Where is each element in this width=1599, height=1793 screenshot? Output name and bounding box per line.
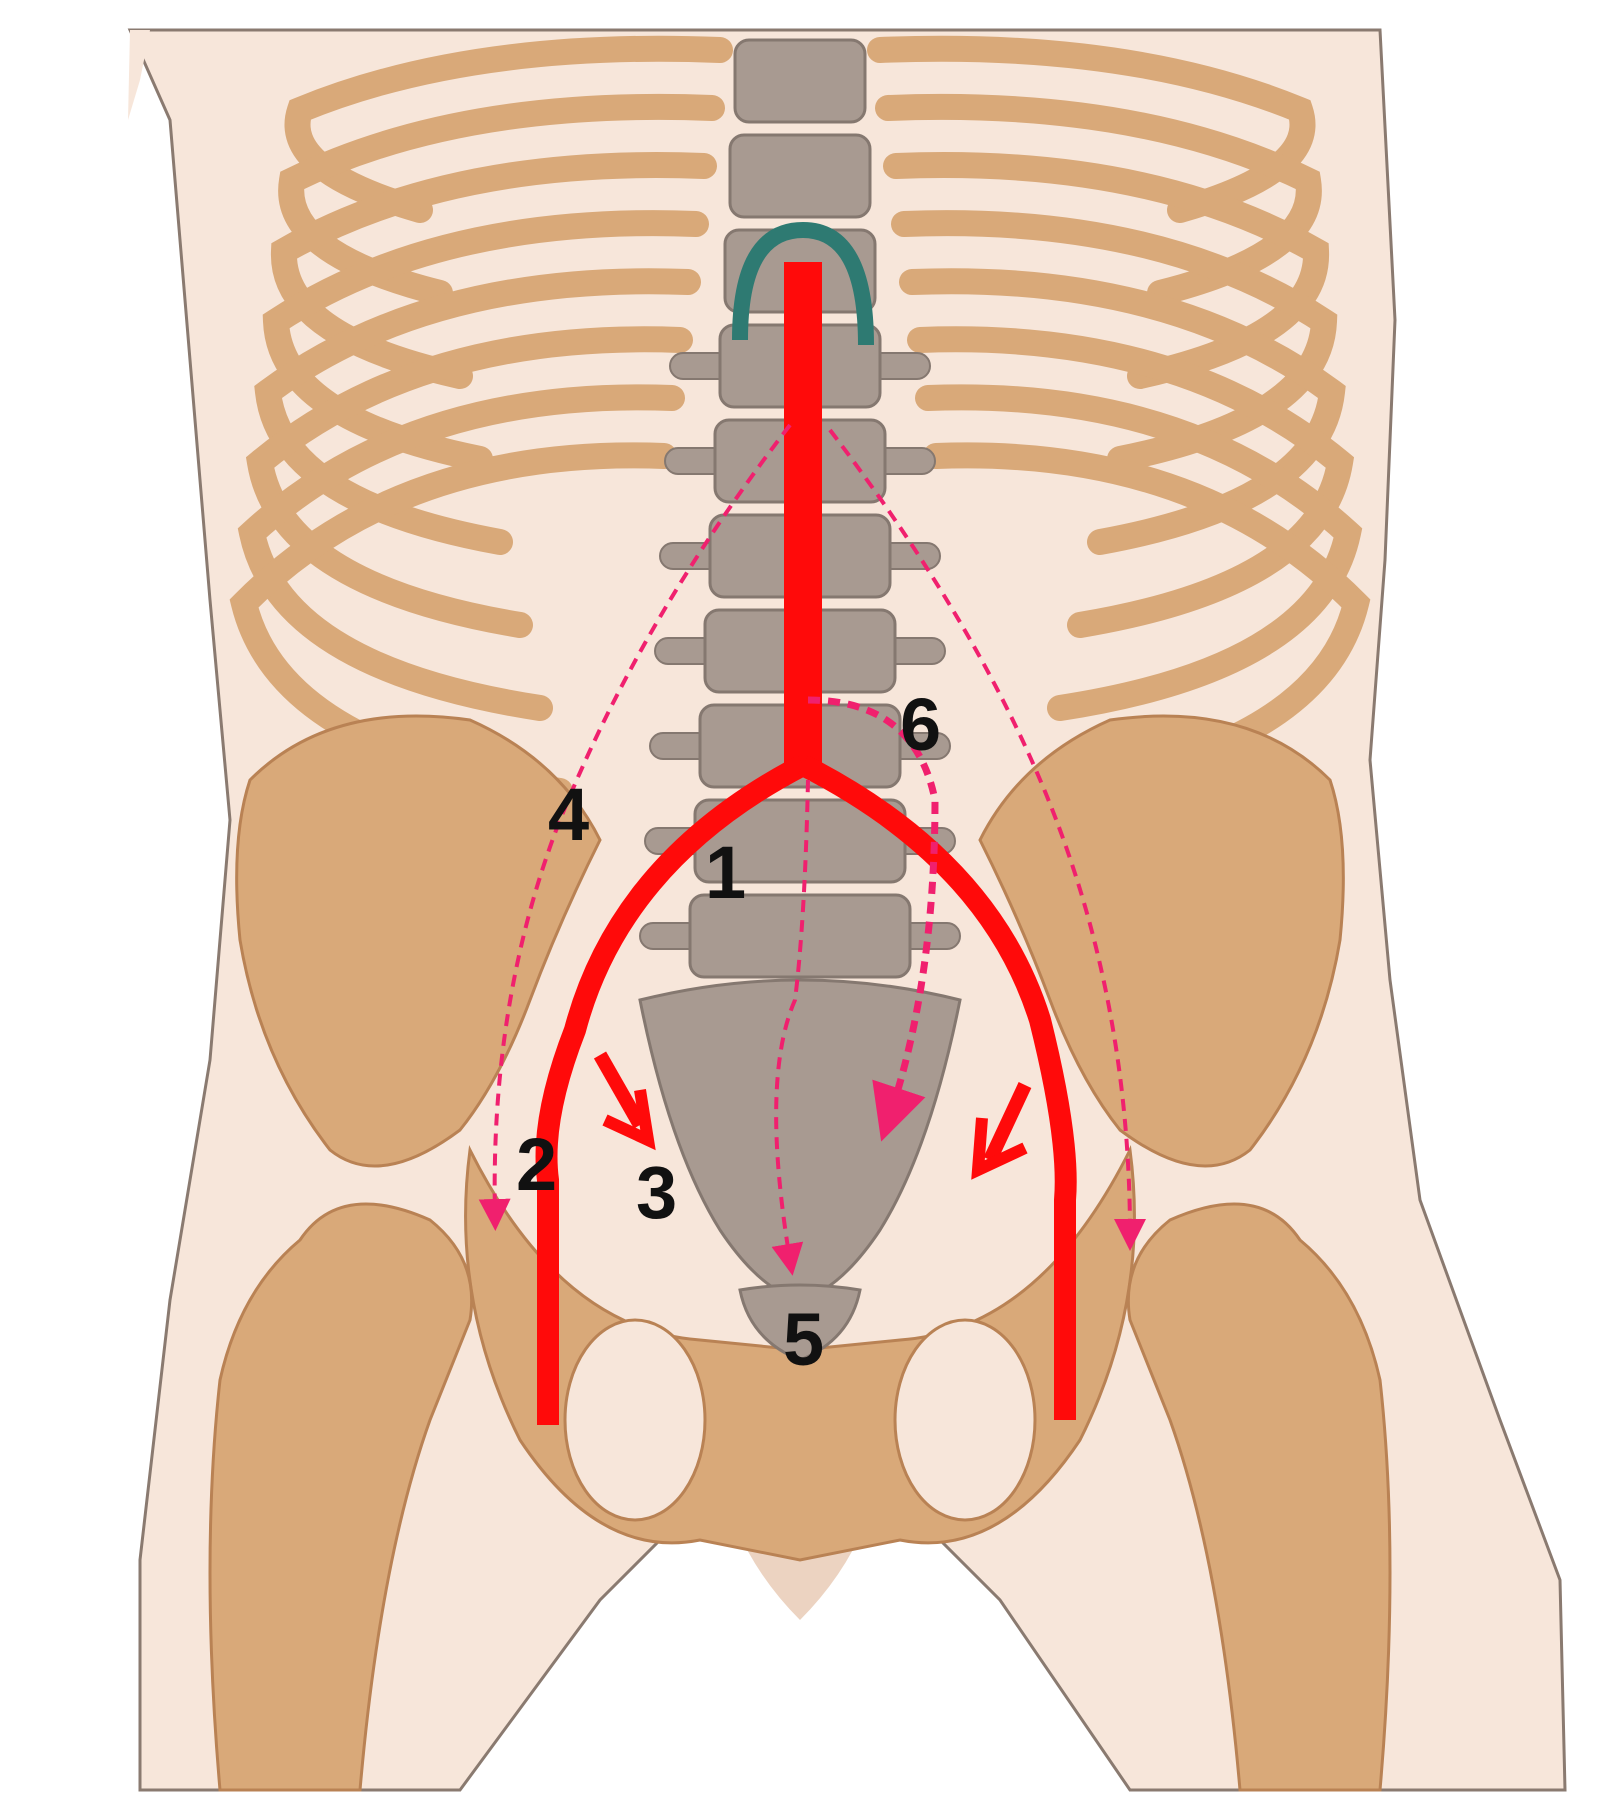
collateral-lumbar-right [807,696,939,1142]
rib-right-7 [915,384,1363,721]
collateral-pathways [478,423,1146,1276]
right-femur [1126,1202,1392,1792]
vertebra-2 [728,133,872,219]
left-obturator-foramen [563,1318,707,1522]
sacrum [638,978,962,1302]
rib-left-6 [245,326,693,638]
rib-left-2 [278,93,725,306]
aortic-ligature [732,221,874,346]
rib-right-2 [875,93,1322,306]
right-internal-iliac-arrow-head [971,1117,1028,1180]
left-common-iliac-artery [535,755,809,1425]
vertebra-1 [733,38,867,124]
right-common-iliac-artery [798,755,1077,1420]
left-femur [208,1202,474,1792]
label-5: 5 [783,1298,824,1381]
rib-left-4 [262,210,709,472]
collateral-left-outer [478,423,792,1231]
rib-cage [229,35,1371,804]
rib-right-4 [891,210,1338,472]
label-3: 3 [636,1151,677,1234]
label-1: 1 [705,831,746,914]
left-arm-edge [128,30,150,120]
left-internal-iliac-arrow-head [602,1089,656,1151]
right-internal-iliac-arrow [983,1082,1032,1163]
left-internal-iliac-arrow [593,1051,647,1129]
right-obturator-foramen [893,1318,1037,1522]
vertebra-10 [688,893,912,979]
arteries [535,262,1077,1425]
collateral-middle [771,779,810,1276]
rib-left-7 [237,384,685,721]
label-2: 2 [516,1123,557,1206]
rib-right-6 [907,326,1355,638]
right-iliac-wing [978,714,1345,1168]
labels: 1 2 3 4 5 6 [516,683,941,1381]
label-6: 6 [900,683,941,766]
label-4: 4 [548,773,589,856]
coccyx [738,1283,862,1362]
collateral-right-outer [828,428,1146,1251]
